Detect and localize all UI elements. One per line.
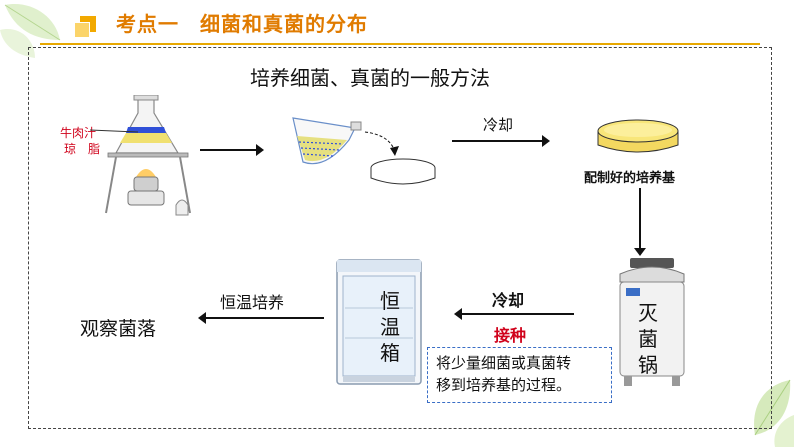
incubator-illustration — [336, 259, 422, 385]
incubator-char-1: 恒 — [380, 289, 400, 313]
leaf-decoration-top-left — [0, 4, 61, 58]
diagram-frame — [28, 47, 772, 429]
flask-label-pointer — [90, 129, 139, 133]
inoculate-explanation-line-1: 将少量细菌或真菌转 — [436, 354, 572, 372]
sterilizer-char-3: 锅 — [638, 353, 658, 377]
inoculate-explanation-box: 将少量细菌或真菌转 移到培养基的过程。 — [427, 347, 612, 403]
arrow-cool-1 — [452, 135, 550, 147]
label-incubate: 恒温培养 — [220, 293, 285, 312]
label-observe-colonies: 观察菌落 — [80, 318, 157, 340]
label-cool-2: 冷却 — [492, 291, 525, 310]
header-underline — [40, 43, 760, 45]
flask-heating-apparatus — [105, 95, 191, 216]
pouring-medium-illustration — [292, 117, 436, 185]
arrow-to-observe — [198, 312, 324, 324]
arrow-to-pouring — [200, 144, 264, 156]
sterilizer-illustration — [619, 258, 685, 386]
label-prepared-medium: 配制好的培养基 — [584, 171, 676, 186]
label-cool-1: 冷却 — [483, 116, 514, 134]
arrow-cool-inoculate — [454, 308, 574, 320]
flask-label-agar: 琼 脂 — [64, 142, 101, 156]
page-title: 考点一 细菌和真菌的分布 — [116, 12, 368, 36]
sterilizer-char-1: 灭 — [638, 301, 658, 325]
label-inoculate: 接种 — [494, 326, 527, 345]
inoculate-explanation-line-2: 移到培养基的过程。 — [436, 376, 572, 394]
sterilizer-char-2: 菌 — [638, 327, 658, 351]
prepared-medium-dish — [597, 119, 679, 153]
flask-label-beef-broth: 牛肉汁 — [60, 126, 97, 140]
header-accent-square-front — [74, 22, 90, 38]
leaf-decoration-bottom-right — [754, 379, 794, 447]
incubator-char-3: 箱 — [380, 341, 400, 365]
incubator-char-2: 温 — [380, 315, 400, 339]
diagram-title: 培养细菌、真菌的一般方法 — [250, 66, 490, 90]
arrow-to-sterilizer — [634, 188, 646, 256]
